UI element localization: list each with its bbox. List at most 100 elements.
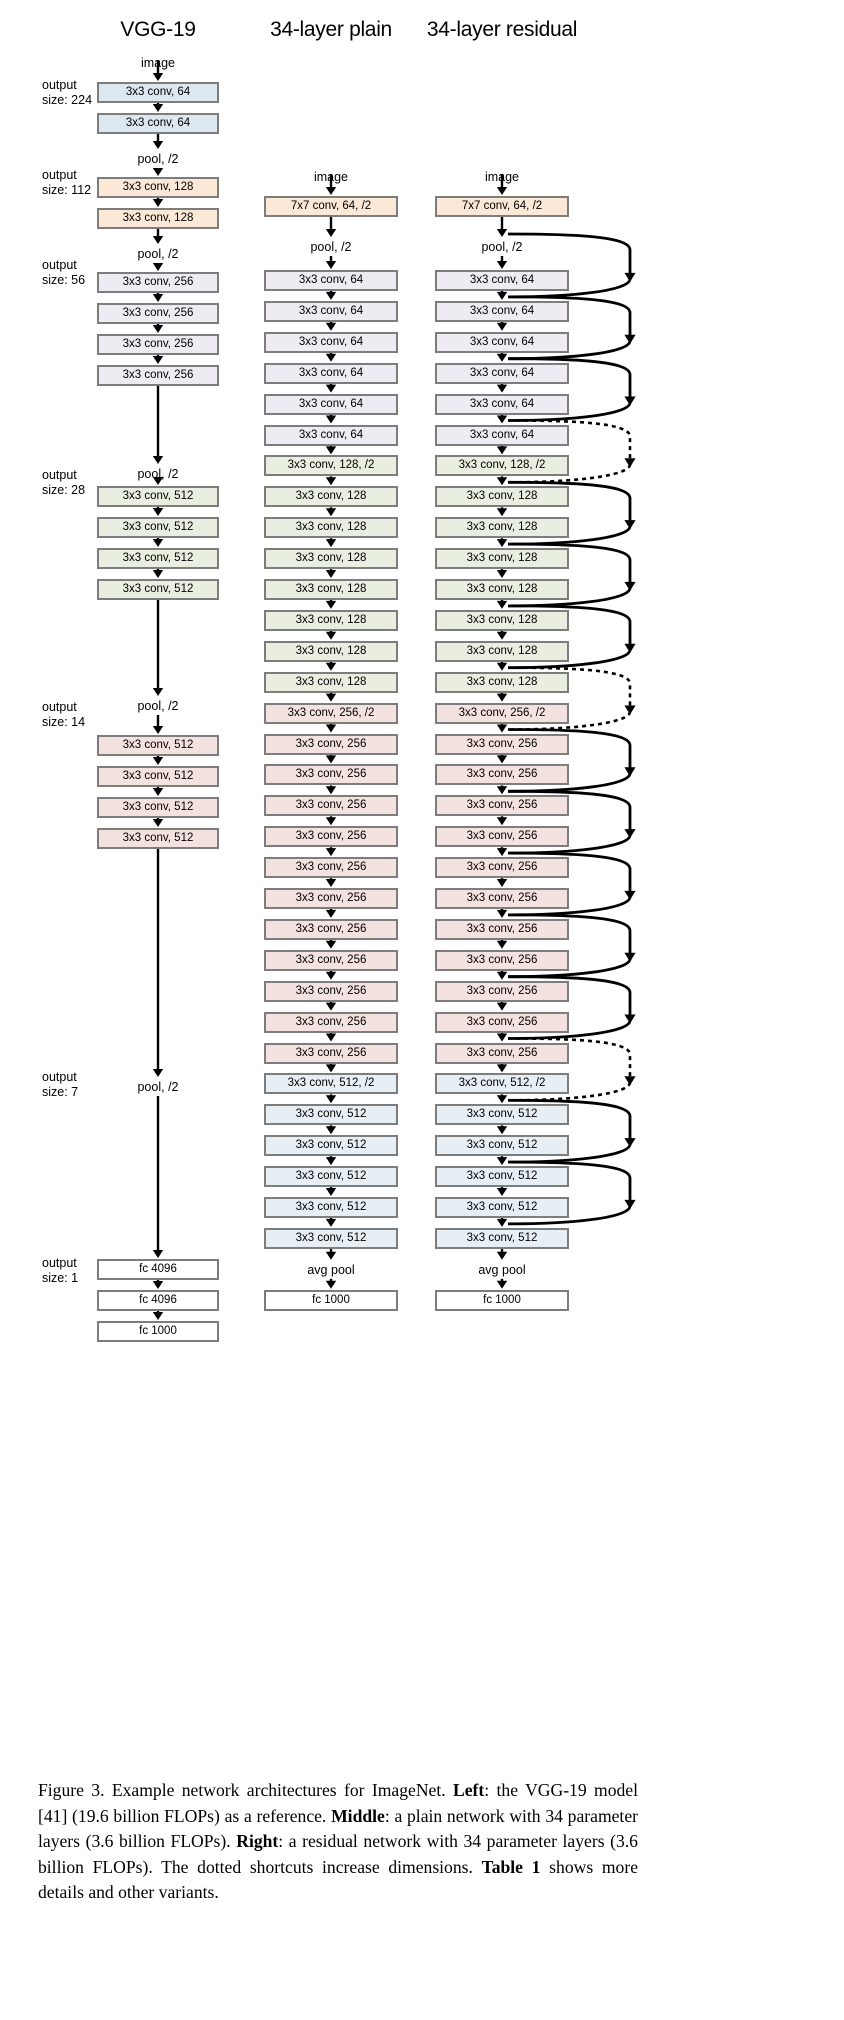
arrow-head [152,325,164,333]
layer-box[interactable]: 3x3 conv, 256 [97,365,219,386]
arrow-head [325,600,337,609]
layer-box[interactable]: 3x3 conv, 128 [264,579,398,600]
arrow-head [152,788,164,796]
layer-box[interactable]: 3x3 conv, 64 [264,424,398,446]
arrow-head [496,1251,508,1260]
layer-box[interactable]: 3x3 conv, 256 [264,795,398,817]
layer-box[interactable]: 3x3 conv, 64 [435,362,569,384]
layer-box[interactable]: 3x3 conv, 64 [97,82,219,103]
layer-box[interactable]: 3x3 conv, 128, /2 [264,455,398,477]
layer-box[interactable]: 3x3 conv, 128 [435,548,569,570]
layer-box[interactable]: 3x3 conv, 256 [435,980,569,1002]
layer-box[interactable]: 3x3 conv, 256 [435,888,569,909]
layer-box[interactable]: 3x3 conv, 512 [97,579,219,600]
layer-box[interactable]: 3x3 conv, 128 [435,671,569,693]
layer-box[interactable]: 3x3 conv, 512 [435,1104,569,1126]
output-size-value: size: 28 [42,483,86,497]
layer-box[interactable]: 3x3 conv, 64 [435,270,569,291]
layer-box[interactable]: 3x3 conv, 512 [97,548,219,569]
layer-box[interactable]: 3x3 conv, 256 [435,733,569,755]
layer-box[interactable]: 3x3 conv, 256, /2 [264,702,398,724]
layer-box[interactable]: 3x3 conv, 64 [264,331,398,353]
layer-box[interactable]: 7x7 conv, 64, /2 [435,196,569,217]
layer-box[interactable]: 3x3 conv, 256 [435,949,569,971]
layer-box[interactable]: fc 1000 [435,1289,569,1311]
layer-box[interactable]: 3x3 conv, 256 [435,795,569,817]
layer-box[interactable]: 3x3 conv, 256 [97,272,219,293]
layer-box[interactable]: 3x3 conv, 512 [435,1135,569,1157]
layer-box[interactable]: 3x3 conv, 64 [435,424,569,446]
arrow-head [325,1002,337,1011]
layer-box[interactable]: fc 1000 [264,1289,398,1311]
layer-box[interactable]: 3x3 conv, 512 [97,828,219,849]
layer-box[interactable]: 3x3 conv, 256 [264,1042,398,1064]
layer-box[interactable]: 3x3 conv, 64 [264,270,398,291]
layer-box[interactable]: 3x3 conv, 128 [97,208,219,229]
layer-box[interactable]: 3x3 conv, 512 [435,1227,569,1249]
layer-box[interactable]: fc 4096 [97,1259,219,1280]
layer-box[interactable]: 3x3 conv, 512 [97,517,219,538]
layer-box[interactable]: 3x3 conv, 512 [264,1135,398,1157]
layer-box[interactable]: 3x3 conv, 256 [264,826,398,848]
layer-box[interactable]: fc 4096 [97,1290,219,1311]
layer-box[interactable]: 3x3 conv, 512 [264,1104,398,1126]
arrow-head [496,1002,508,1011]
layer-box[interactable]: 3x3 conv, 64 [435,300,569,322]
arrow-head [496,1033,508,1042]
layer-box[interactable]: 3x3 conv, 64 [435,331,569,353]
layer-box[interactable]: 3x3 conv, 128 [264,548,398,570]
layer-box[interactable]: 3x3 conv, 512 [97,486,219,507]
layer-box[interactable]: 3x3 conv, 128 [264,609,398,631]
layer-box[interactable]: 3x3 conv, 64 [264,362,398,384]
layer-box[interactable]: 3x3 conv, 256 [264,857,398,879]
arrow-head [325,1218,337,1227]
layer-box[interactable]: 3x3 conv, 256 [264,764,398,786]
layer-box[interactable]: 3x3 conv, 128 [264,640,398,662]
layer-box[interactable]: 3x3 conv, 512 [264,1227,398,1249]
layer-box[interactable]: 3x3 conv, 64 [435,393,569,415]
arrow-head [496,848,508,857]
layer-box[interactable]: 3x3 conv, 256, /2 [435,702,569,724]
layer-box[interactable]: 7x7 conv, 64, /2 [264,196,398,217]
layer-box[interactable]: fc 1000 [97,1321,219,1342]
layer-box[interactable]: 3x3 conv, 256 [435,857,569,879]
layer-box[interactable]: 3x3 conv, 64 [97,113,219,134]
layer-box[interactable]: 3x3 conv, 128 [435,579,569,600]
layer-box[interactable]: 3x3 conv, 512, /2 [264,1073,398,1095]
layer-box[interactable]: 3x3 conv, 128 [264,486,398,508]
layer-box[interactable]: 3x3 conv, 256 [264,888,398,909]
layer-box[interactable]: 3x3 conv, 512 [435,1197,569,1218]
layer-box[interactable]: 3x3 conv, 256 [97,303,219,324]
layer-box[interactable]: 3x3 conv, 256 [264,949,398,971]
layer-box[interactable]: 3x3 conv, 256 [264,918,398,940]
layer-box[interactable]: 3x3 conv, 128 [264,671,398,693]
layer-box[interactable]: 3x3 conv, 128, /2 [435,455,569,477]
layer-box[interactable]: 3x3 conv, 128 [435,640,569,662]
layer-box[interactable]: 3x3 conv, 512 [264,1197,398,1218]
layer-box[interactable]: 3x3 conv, 256 [264,733,398,755]
layer-box[interactable]: 3x3 conv, 512 [97,766,219,787]
layer-box[interactable]: 3x3 conv, 512 [97,797,219,818]
layer-box[interactable]: 3x3 conv, 256 [435,918,569,940]
layer-box[interactable]: 3x3 conv, 256 [264,1011,398,1033]
shortcut-arrow-head [624,767,636,777]
layer-box[interactable]: 3x3 conv, 64 [264,393,398,415]
arrow-head [496,229,508,237]
layer-box[interactable]: 3x3 conv, 128 [435,517,569,539]
layer-box[interactable]: 3x3 conv, 256 [264,980,398,1002]
layer-box[interactable]: 3x3 conv, 512 [97,735,219,756]
layer-box[interactable]: 3x3 conv, 256 [435,826,569,848]
arrow-head [325,229,337,237]
layer-box[interactable]: 3x3 conv, 128 [435,486,569,508]
layer-box[interactable]: 3x3 conv, 512, /2 [435,1073,569,1095]
layer-box[interactable]: 3x3 conv, 256 [435,764,569,786]
layer-box[interactable]: 3x3 conv, 256 [97,334,219,355]
layer-box[interactable]: 3x3 conv, 128 [264,517,398,539]
layer-box[interactable]: 3x3 conv, 512 [264,1166,398,1188]
layer-box[interactable]: 3x3 conv, 64 [264,300,398,322]
layer-box[interactable]: 3x3 conv, 128 [435,609,569,631]
layer-box[interactable]: 3x3 conv, 512 [435,1166,569,1188]
layer-box[interactable]: 3x3 conv, 128 [97,177,219,198]
layer-box[interactable]: 3x3 conv, 256 [435,1042,569,1064]
layer-box[interactable]: 3x3 conv, 256 [435,1011,569,1033]
